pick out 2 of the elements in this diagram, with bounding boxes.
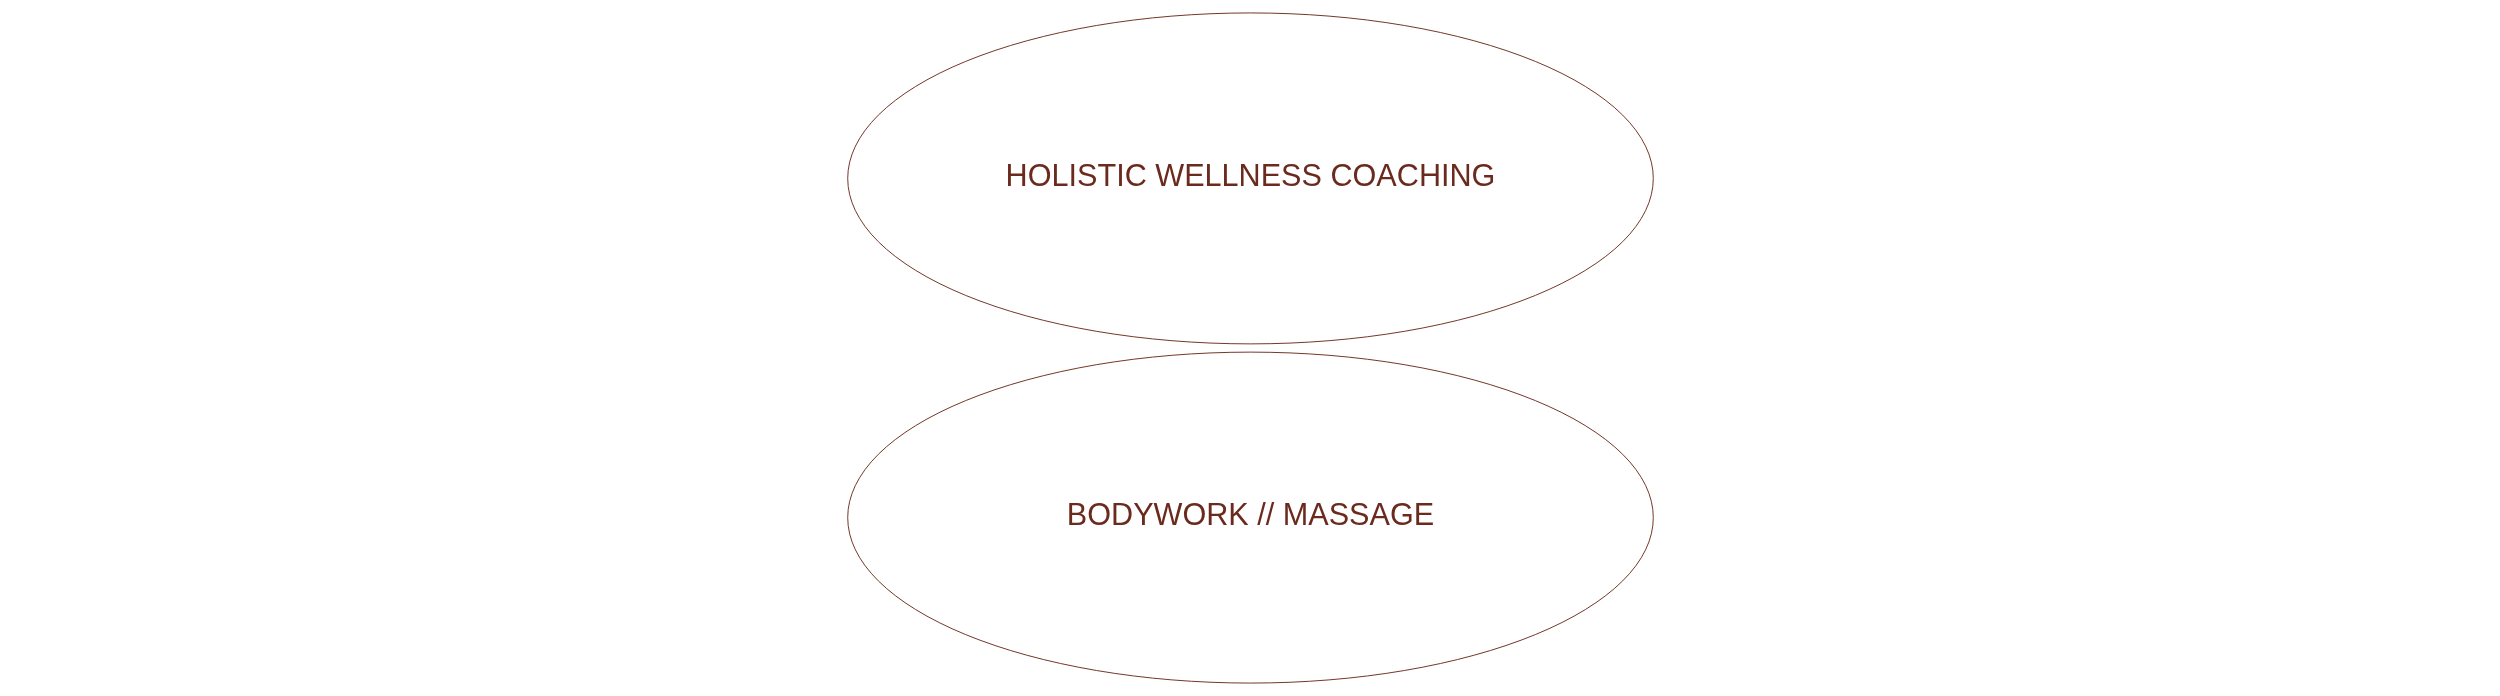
node-ellipse: BODYWORK // MASSAGE (846, 351, 1654, 684)
node-ellipse: HOLISTIC WELLNESS COACHING (846, 12, 1654, 345)
